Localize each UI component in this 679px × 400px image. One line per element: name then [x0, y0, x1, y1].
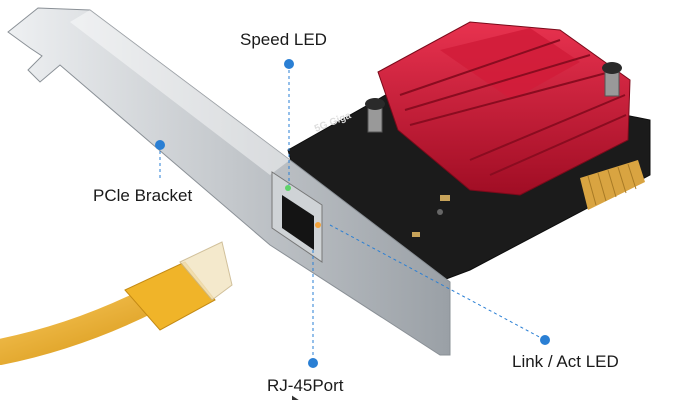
pcie-bracket-label: PCle Bracket [93, 186, 193, 205]
speed-led-label: Speed LED [240, 30, 327, 49]
callout-lines [159, 64, 546, 362]
callout-dot-icon [308, 358, 318, 368]
spring-screw-left [365, 98, 385, 133]
callout-dot-icon [155, 140, 165, 150]
callout-dot-icon [284, 59, 294, 69]
heatsink [377, 21, 631, 196]
pcie-bracket-shape [7, 7, 451, 356]
link-act-led-label: Link / Act LED [512, 352, 619, 371]
spring-screw-right [602, 62, 622, 97]
rj45-port-label: RJ-45Port [267, 376, 344, 395]
gold-contacts [580, 160, 645, 210]
rj45-port-shape [271, 171, 323, 400]
ethernet-cable [0, 241, 233, 365]
callout-dot-icon [540, 335, 550, 345]
